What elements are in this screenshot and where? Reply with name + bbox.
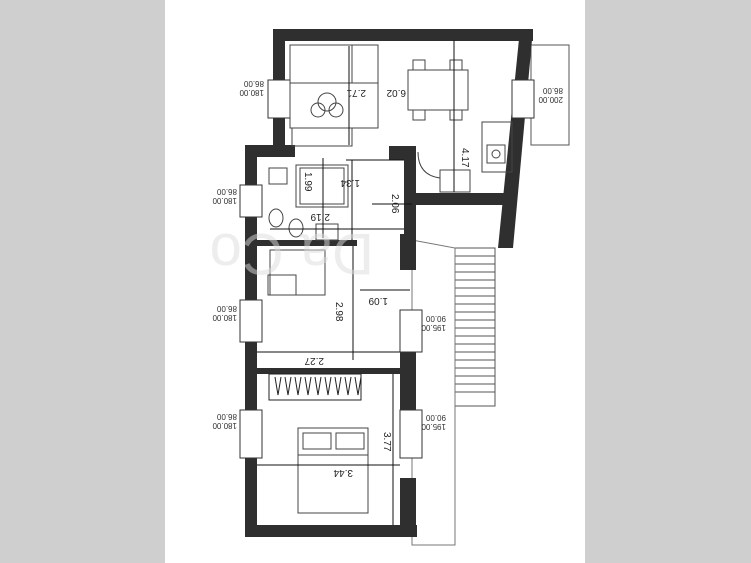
corridor-bottom-label: 1.09 <box>368 295 388 306</box>
window-3-b: 86.00 <box>216 187 237 196</box>
window-4-a: 180.00 <box>212 313 237 322</box>
double-bed <box>297 427 369 514</box>
bath-width-label: 1.99 <box>302 172 313 192</box>
watermark: Da Co <box>210 221 374 286</box>
window-7-a: 195.00 <box>421 422 446 431</box>
living-height-label: 4.17 <box>459 148 470 168</box>
window-2-b: 86.00 <box>542 86 563 95</box>
window-5-b: 90.00 <box>425 314 446 323</box>
window-3-a: 180.00 <box>212 196 237 205</box>
living-area-label: 6.02 <box>386 87 406 98</box>
study-length-label: 2.98 <box>333 302 344 322</box>
window-labels: 180.00 86.00 200.00 86.00 180.00 86.00 1… <box>212 79 563 431</box>
living-furniture <box>289 44 513 193</box>
window-7-b: 90.00 <box>425 413 446 422</box>
window-6-a: 180.00 <box>212 421 237 430</box>
corridor-width-label: 1.34 <box>340 177 360 188</box>
terrace-outline <box>411 239 456 546</box>
window-openings <box>239 79 535 459</box>
study-width-label: 2.27 <box>304 355 324 366</box>
staircase <box>454 247 496 407</box>
bath-fixtures <box>267 164 349 296</box>
window-1-b: 86.00 <box>243 79 264 88</box>
window-1-a: 180.00 <box>239 88 264 97</box>
wardrobe <box>268 373 362 401</box>
dimension-lines <box>257 40 455 525</box>
window-6-b: 86.00 <box>216 412 237 421</box>
window-5-a: 195.00 <box>421 323 446 332</box>
window-4-b: 86.00 <box>216 304 237 313</box>
bath-length-label: 2.19 <box>310 211 330 222</box>
bedroom-length-label: 3.77 <box>381 432 392 452</box>
corridor-length-label: 2.06 <box>389 194 400 214</box>
window-2-a: 200.00 <box>538 95 563 104</box>
living-width-label: 2.71 <box>346 87 366 98</box>
room-labels: 2.71 6.02 4.17 1.99 2.19 1.34 2.06 1.09 … <box>302 87 470 478</box>
bedroom-width-label: 3.44 <box>333 467 353 478</box>
